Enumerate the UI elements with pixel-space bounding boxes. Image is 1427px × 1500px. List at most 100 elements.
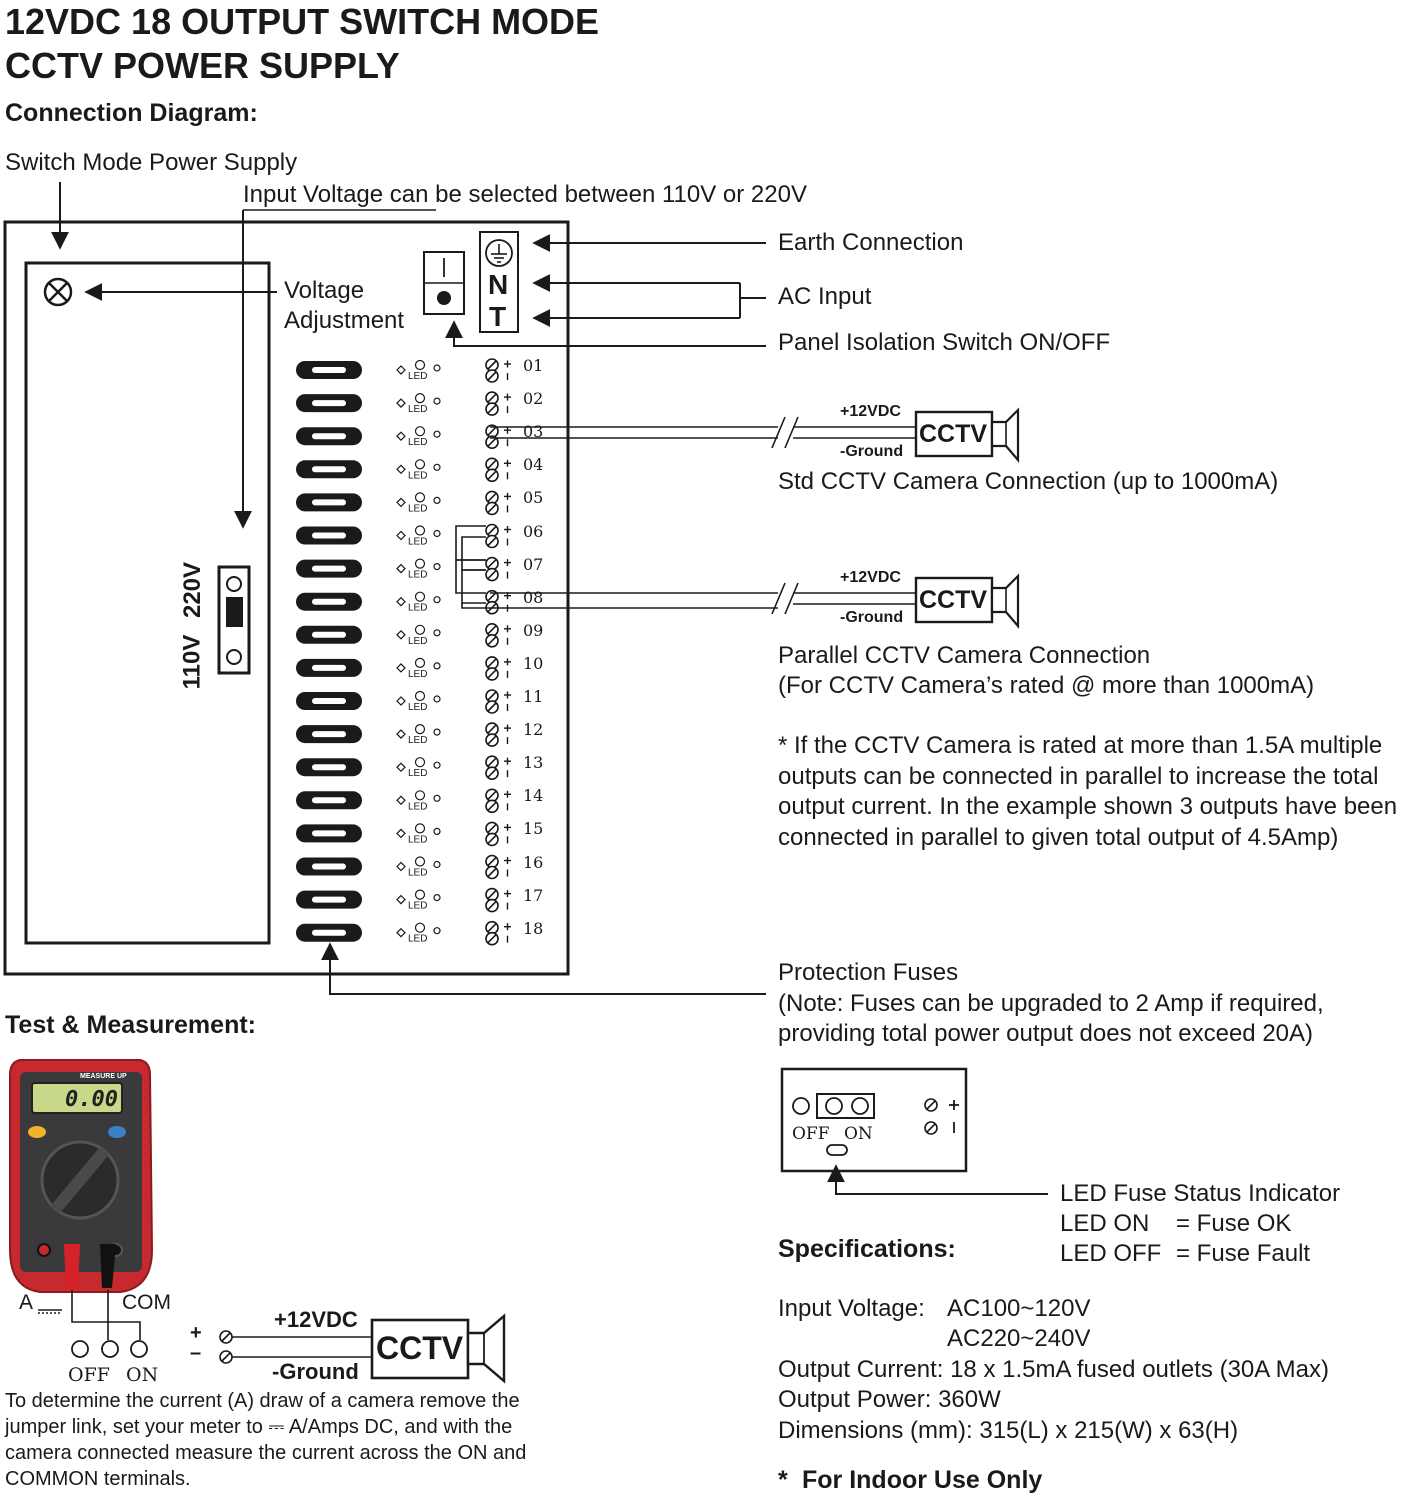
- jumper-off-label: OFF: [792, 1124, 830, 1144]
- output-number: 17: [523, 885, 544, 905]
- screw-terminal-icon: [485, 534, 499, 549]
- output-number: 03: [523, 422, 544, 442]
- led-label: LED: [408, 669, 427, 680]
- test-text-line4: COMMON terminals.: [5, 1468, 191, 1490]
- screw-terminal-icon: [485, 700, 499, 714]
- output-row: LED: [296, 589, 511, 615]
- screw-terminal-icon: [485, 832, 499, 847]
- led-indicator-icon: [414, 757, 426, 768]
- screw-terminal-icon: [485, 468, 499, 483]
- spec-output-power: Output Power: 360W: [778, 1386, 1001, 1413]
- led-label: LED: [408, 404, 427, 415]
- test-measurement-heading: Test & Measurement:: [5, 1011, 256, 1039]
- screw-terminal-icon: [485, 931, 499, 946]
- output-row: LED: [296, 722, 511, 747]
- neutral-terminal-label: N: [488, 269, 509, 300]
- output-row: LED: [296, 556, 511, 582]
- specifications-heading: Specifications:: [778, 1235, 956, 1263]
- led-label: LED: [408, 868, 427, 879]
- meter-com-label: COM: [122, 1291, 171, 1314]
- led-indicator-icon: [414, 525, 426, 536]
- led-label: LED: [408, 636, 427, 647]
- led-indicator-icon: [414, 492, 426, 503]
- std-connection-label: Std CCTV Camera Connection (up to 1000mA…: [778, 468, 1279, 495]
- parallel-connection-line2: (For CCTV Camera’s rated @ more than 100…: [778, 672, 1315, 699]
- cctv-std-label: CCTV: [919, 420, 988, 448]
- fuse-detail-box: [780, 1067, 968, 1173]
- led-label: LED: [408, 702, 427, 713]
- spec-input-v1: AC100~120V: [947, 1295, 1091, 1322]
- jumper-on-label: ON: [844, 1124, 873, 1144]
- ac-input-label: AC Input: [778, 283, 872, 310]
- output-row: LED: [296, 920, 511, 946]
- panel-isolation-switch: [423, 251, 465, 315]
- led-label: LED: [408, 735, 427, 746]
- parallel-note-line3: output current. In the example shown 3 o…: [778, 793, 1398, 820]
- voltage-adjustment-label-1: Voltage: [284, 277, 365, 304]
- screw-terminal-icon: [485, 369, 499, 383]
- indoor-use-label: For Indoor Use Only: [802, 1466, 1043, 1494]
- led-label: LED: [408, 371, 427, 382]
- output-number: 08: [523, 587, 544, 607]
- output-number: 11: [523, 687, 544, 706]
- indoor-star: *: [778, 1466, 788, 1494]
- meter-jumper-terminals: [71, 1340, 148, 1358]
- cctv-parallel-label: CCTV: [919, 586, 988, 614]
- screw-terminal-icon: [485, 402, 499, 416]
- parallel-note-line4: connected in parallel to given total out…: [778, 824, 1339, 851]
- spec-input-label: Input Voltage:: [778, 1295, 925, 1322]
- output-number: 14: [523, 786, 544, 806]
- output-row: LED: [296, 490, 511, 516]
- spec-dimensions: Dimensions (mm): 315(L) x 215(W) x 63(H): [778, 1417, 1239, 1444]
- led-on-label: LED ON: [1060, 1210, 1150, 1237]
- output-number: 12: [523, 720, 544, 740]
- led-label: LED: [408, 603, 427, 614]
- std-camera-wires: [490, 416, 916, 449]
- led-indicator-icon: [414, 426, 426, 437]
- output-row: LED: [296, 391, 511, 416]
- test-text-line2: jumper link, set your meter to ⎓ A/Amps …: [5, 1416, 513, 1438]
- live-terminal-label: T: [489, 301, 507, 332]
- page-title-line2: CCTV POWER SUPPLY: [5, 45, 400, 86]
- output-number: 05: [523, 488, 544, 508]
- output-number: 04: [523, 455, 544, 475]
- test-ground-label: -Ground: [272, 1359, 359, 1384]
- cctv-test-label: CCTV: [376, 1330, 464, 1366]
- output-row: LED: [296, 457, 511, 483]
- screw-terminal-icon: [485, 799, 499, 814]
- test-text-line3: camera connected measure the current acr…: [5, 1442, 527, 1464]
- parallel-connection-line1: Parallel CCTV Camera Connection: [778, 642, 1151, 669]
- fuses-line2: (Note: Fuses can be upgraded to 2 Amp if…: [778, 990, 1324, 1017]
- output-number: 15: [523, 819, 544, 839]
- voltage-adjustment-label-2: Adjustment: [284, 307, 405, 334]
- multimeter-icon: [9, 1059, 154, 1293]
- screw-terminal-icon: [485, 766, 499, 781]
- led-label: LED: [408, 470, 427, 481]
- parallel-note-line1: * If the CCTV Camera is rated at more th…: [778, 732, 1383, 759]
- led-indicator-icon: [414, 591, 426, 602]
- output-row: LED: [296, 755, 511, 781]
- earth-connection-label: Earth Connection: [778, 229, 964, 256]
- test-text-line1: To determine the current (A) draw of a c…: [5, 1390, 520, 1412]
- test-plus12-label: +12VDC: [274, 1307, 358, 1332]
- led-indicator-icon: [414, 856, 426, 867]
- output-number: 10: [523, 653, 544, 673]
- led-indicator-icon: [414, 690, 426, 702]
- output-number: 07: [523, 554, 544, 574]
- connection-diagram-heading: Connection Diagram:: [5, 99, 258, 127]
- output-number: 18: [523, 918, 544, 938]
- std-ground-label: -Ground: [840, 443, 904, 460]
- screw-terminal-icon: [485, 633, 499, 648]
- meter-off-label: OFF: [68, 1364, 110, 1386]
- screw-terminal-icon: [485, 865, 499, 880]
- screw-terminal-icon: [485, 567, 499, 582]
- spec-output-current: Output Current: 18 x 1.5mA fused outlets…: [778, 1356, 1329, 1383]
- page-title-line1: 12VDC 18 OUTPUT SWITCH MODE: [5, 1, 600, 42]
- test-minus-label: –: [190, 1342, 202, 1364]
- led-label: LED: [408, 934, 427, 945]
- screw-terminal-icon: [485, 733, 499, 747]
- led-label: LED: [408, 834, 427, 845]
- led-label: LED: [408, 801, 427, 812]
- ac-terminal-block: [479, 231, 519, 333]
